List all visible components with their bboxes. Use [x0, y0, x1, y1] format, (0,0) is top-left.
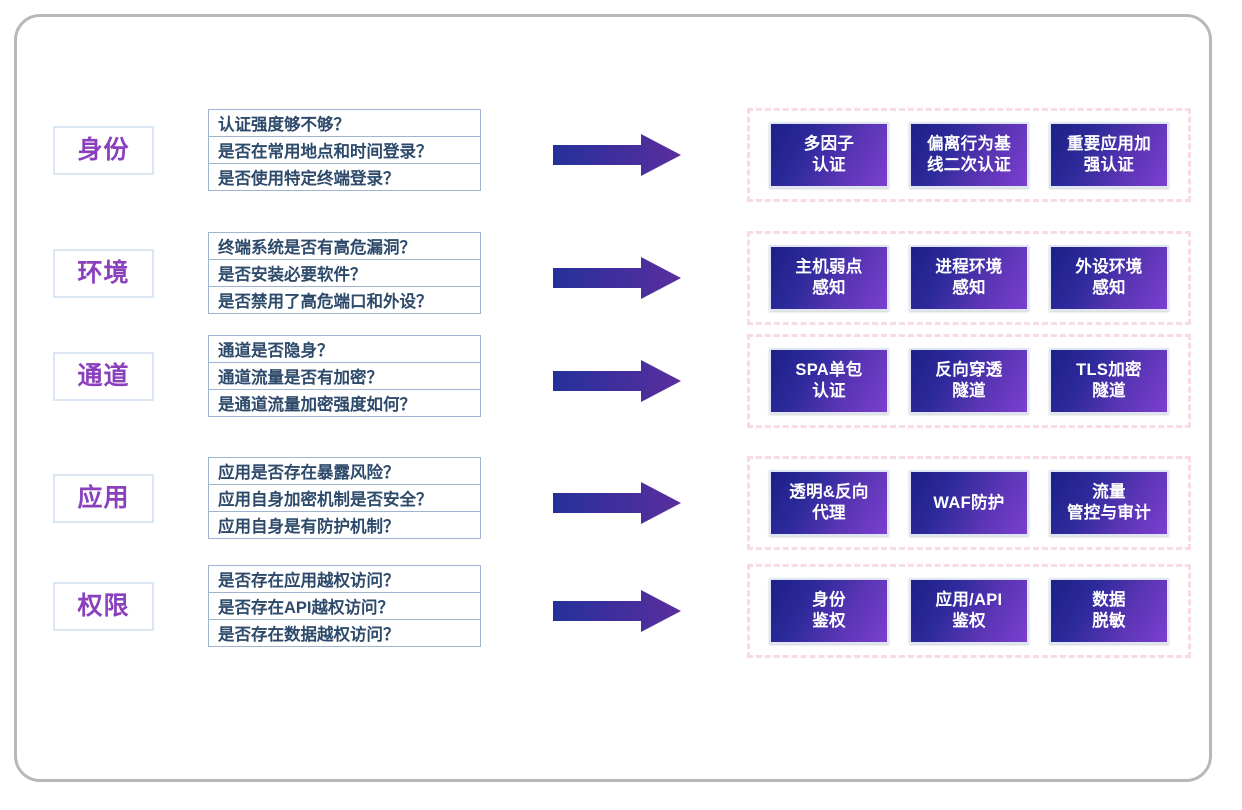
capability-tile[interactable]: 多因子 认证 — [769, 122, 889, 188]
category-label-text: 通道 — [77, 362, 130, 390]
category-label-channel: 通道 — [53, 352, 154, 401]
right-arrow-icon — [553, 360, 681, 402]
category-label-text: 环境 — [77, 259, 130, 287]
category-label-text: 身份 — [77, 136, 130, 164]
diagram-row-identity: 身份 认证强度够不够？ 是否在常用地点和时间登录？ 是否使用特定终端登录？ 多因… — [0, 104, 1242, 208]
question-list-identity: 认证强度够不够？ 是否在常用地点和时间登录？ 是否使用特定终端登录？ — [208, 109, 481, 191]
category-label-text: 应用 — [77, 484, 130, 512]
category-label-environment: 环境 — [53, 249, 154, 298]
capability-tile[interactable]: 反向穿透 隧道 — [909, 348, 1029, 414]
category-label-authorization: 权限 — [53, 582, 154, 631]
capability-tile[interactable]: 透明&反向 代理 — [769, 470, 889, 536]
question-item: 应用是否存在暴露风险？ — [208, 457, 481, 485]
question-item: 应用自身是有防护机制？ — [208, 511, 481, 539]
right-arrow-icon — [553, 590, 681, 632]
capability-group-application: 透明&反向 代理 WAF防护 流量 管控与审计 — [747, 456, 1191, 550]
diagram-row-authorization: 权限 是否存在应用越权访问？ 是否存在API越权访问？ 是否存在数据越权访问？ … — [0, 560, 1242, 664]
capability-group-authorization: 身份 鉴权 应用/API 鉴权 数据 脱敏 — [747, 564, 1191, 658]
capability-tile[interactable]: WAF防护 — [909, 470, 1029, 536]
capability-tile[interactable]: 偏离行为基 线二次认证 — [909, 122, 1029, 188]
question-item: 终端系统是否有高危漏洞？ — [208, 232, 481, 260]
capability-group-identity: 多因子 认证 偏离行为基 线二次认证 重要应用加 强认证 — [747, 108, 1191, 202]
capability-tile[interactable]: TLS加密 隧道 — [1049, 348, 1169, 414]
question-item: 是通道流量加密强度如何？ — [208, 389, 481, 417]
category-label-identity: 身份 — [53, 126, 154, 175]
capability-tile[interactable]: 流量 管控与审计 — [1049, 470, 1169, 536]
capability-tile[interactable]: 身份 鉴权 — [769, 578, 889, 644]
question-list-application: 应用是否存在暴露风险？ 应用自身加密机制是否安全？ 应用自身是有防护机制？ — [208, 457, 481, 539]
question-item: 是否禁用了高危端口和外设？ — [208, 286, 481, 314]
capability-tile[interactable]: 进程环境 感知 — [909, 245, 1029, 311]
question-item: 通道流量是否有加密？ — [208, 362, 481, 390]
capability-group-channel: SPA单包 认证 反向穿透 隧道 TLS加密 隧道 — [747, 334, 1191, 428]
question-list-environment: 终端系统是否有高危漏洞？ 是否安装必要软件？ 是否禁用了高危端口和外设？ — [208, 232, 481, 314]
question-item: 是否使用特定终端登录？ — [208, 163, 481, 191]
right-arrow-icon — [553, 134, 681, 176]
diagram-row-environment: 环境 终端系统是否有高危漏洞？ 是否安装必要软件？ 是否禁用了高危端口和外设？ … — [0, 227, 1242, 331]
question-item: 是否安装必要软件？ — [208, 259, 481, 287]
question-item: 是否存在API越权访问？ — [208, 592, 481, 620]
question-item: 是否存在数据越权访问？ — [208, 619, 481, 647]
right-arrow-icon — [553, 482, 681, 524]
category-label-text: 权限 — [77, 592, 130, 620]
capability-tile[interactable]: 重要应用加 强认证 — [1049, 122, 1169, 188]
question-item: 应用自身加密机制是否安全？ — [208, 484, 481, 512]
question-list-channel: 通道是否隐身？ 通道流量是否有加密？ 是通道流量加密强度如何？ — [208, 335, 481, 417]
category-label-application: 应用 — [53, 474, 154, 523]
capability-tile[interactable]: 主机弱点 感知 — [769, 245, 889, 311]
question-item: 通道是否隐身？ — [208, 335, 481, 363]
question-item: 认证强度够不够？ — [208, 109, 481, 137]
capability-tile[interactable]: 数据 脱敏 — [1049, 578, 1169, 644]
question-list-authorization: 是否存在应用越权访问？ 是否存在API越权访问？ 是否存在数据越权访问？ — [208, 565, 481, 647]
diagram-row-channel: 通道 通道是否隐身？ 通道流量是否有加密？ 是通道流量加密强度如何？ SPA单包… — [0, 330, 1242, 434]
capability-tile[interactable]: 外设环境 感知 — [1049, 245, 1169, 311]
question-item: 是否在常用地点和时间登录？ — [208, 136, 481, 164]
question-item: 是否存在应用越权访问？ — [208, 565, 481, 593]
capability-group-environment: 主机弱点 感知 进程环境 感知 外设环境 感知 — [747, 231, 1191, 325]
diagram-row-application: 应用 应用是否存在暴露风险？ 应用自身加密机制是否安全？ 应用自身是有防护机制？… — [0, 452, 1242, 556]
right-arrow-icon — [553, 257, 681, 299]
capability-tile[interactable]: 应用/API 鉴权 — [909, 578, 1029, 644]
capability-tile[interactable]: SPA单包 认证 — [769, 348, 889, 414]
